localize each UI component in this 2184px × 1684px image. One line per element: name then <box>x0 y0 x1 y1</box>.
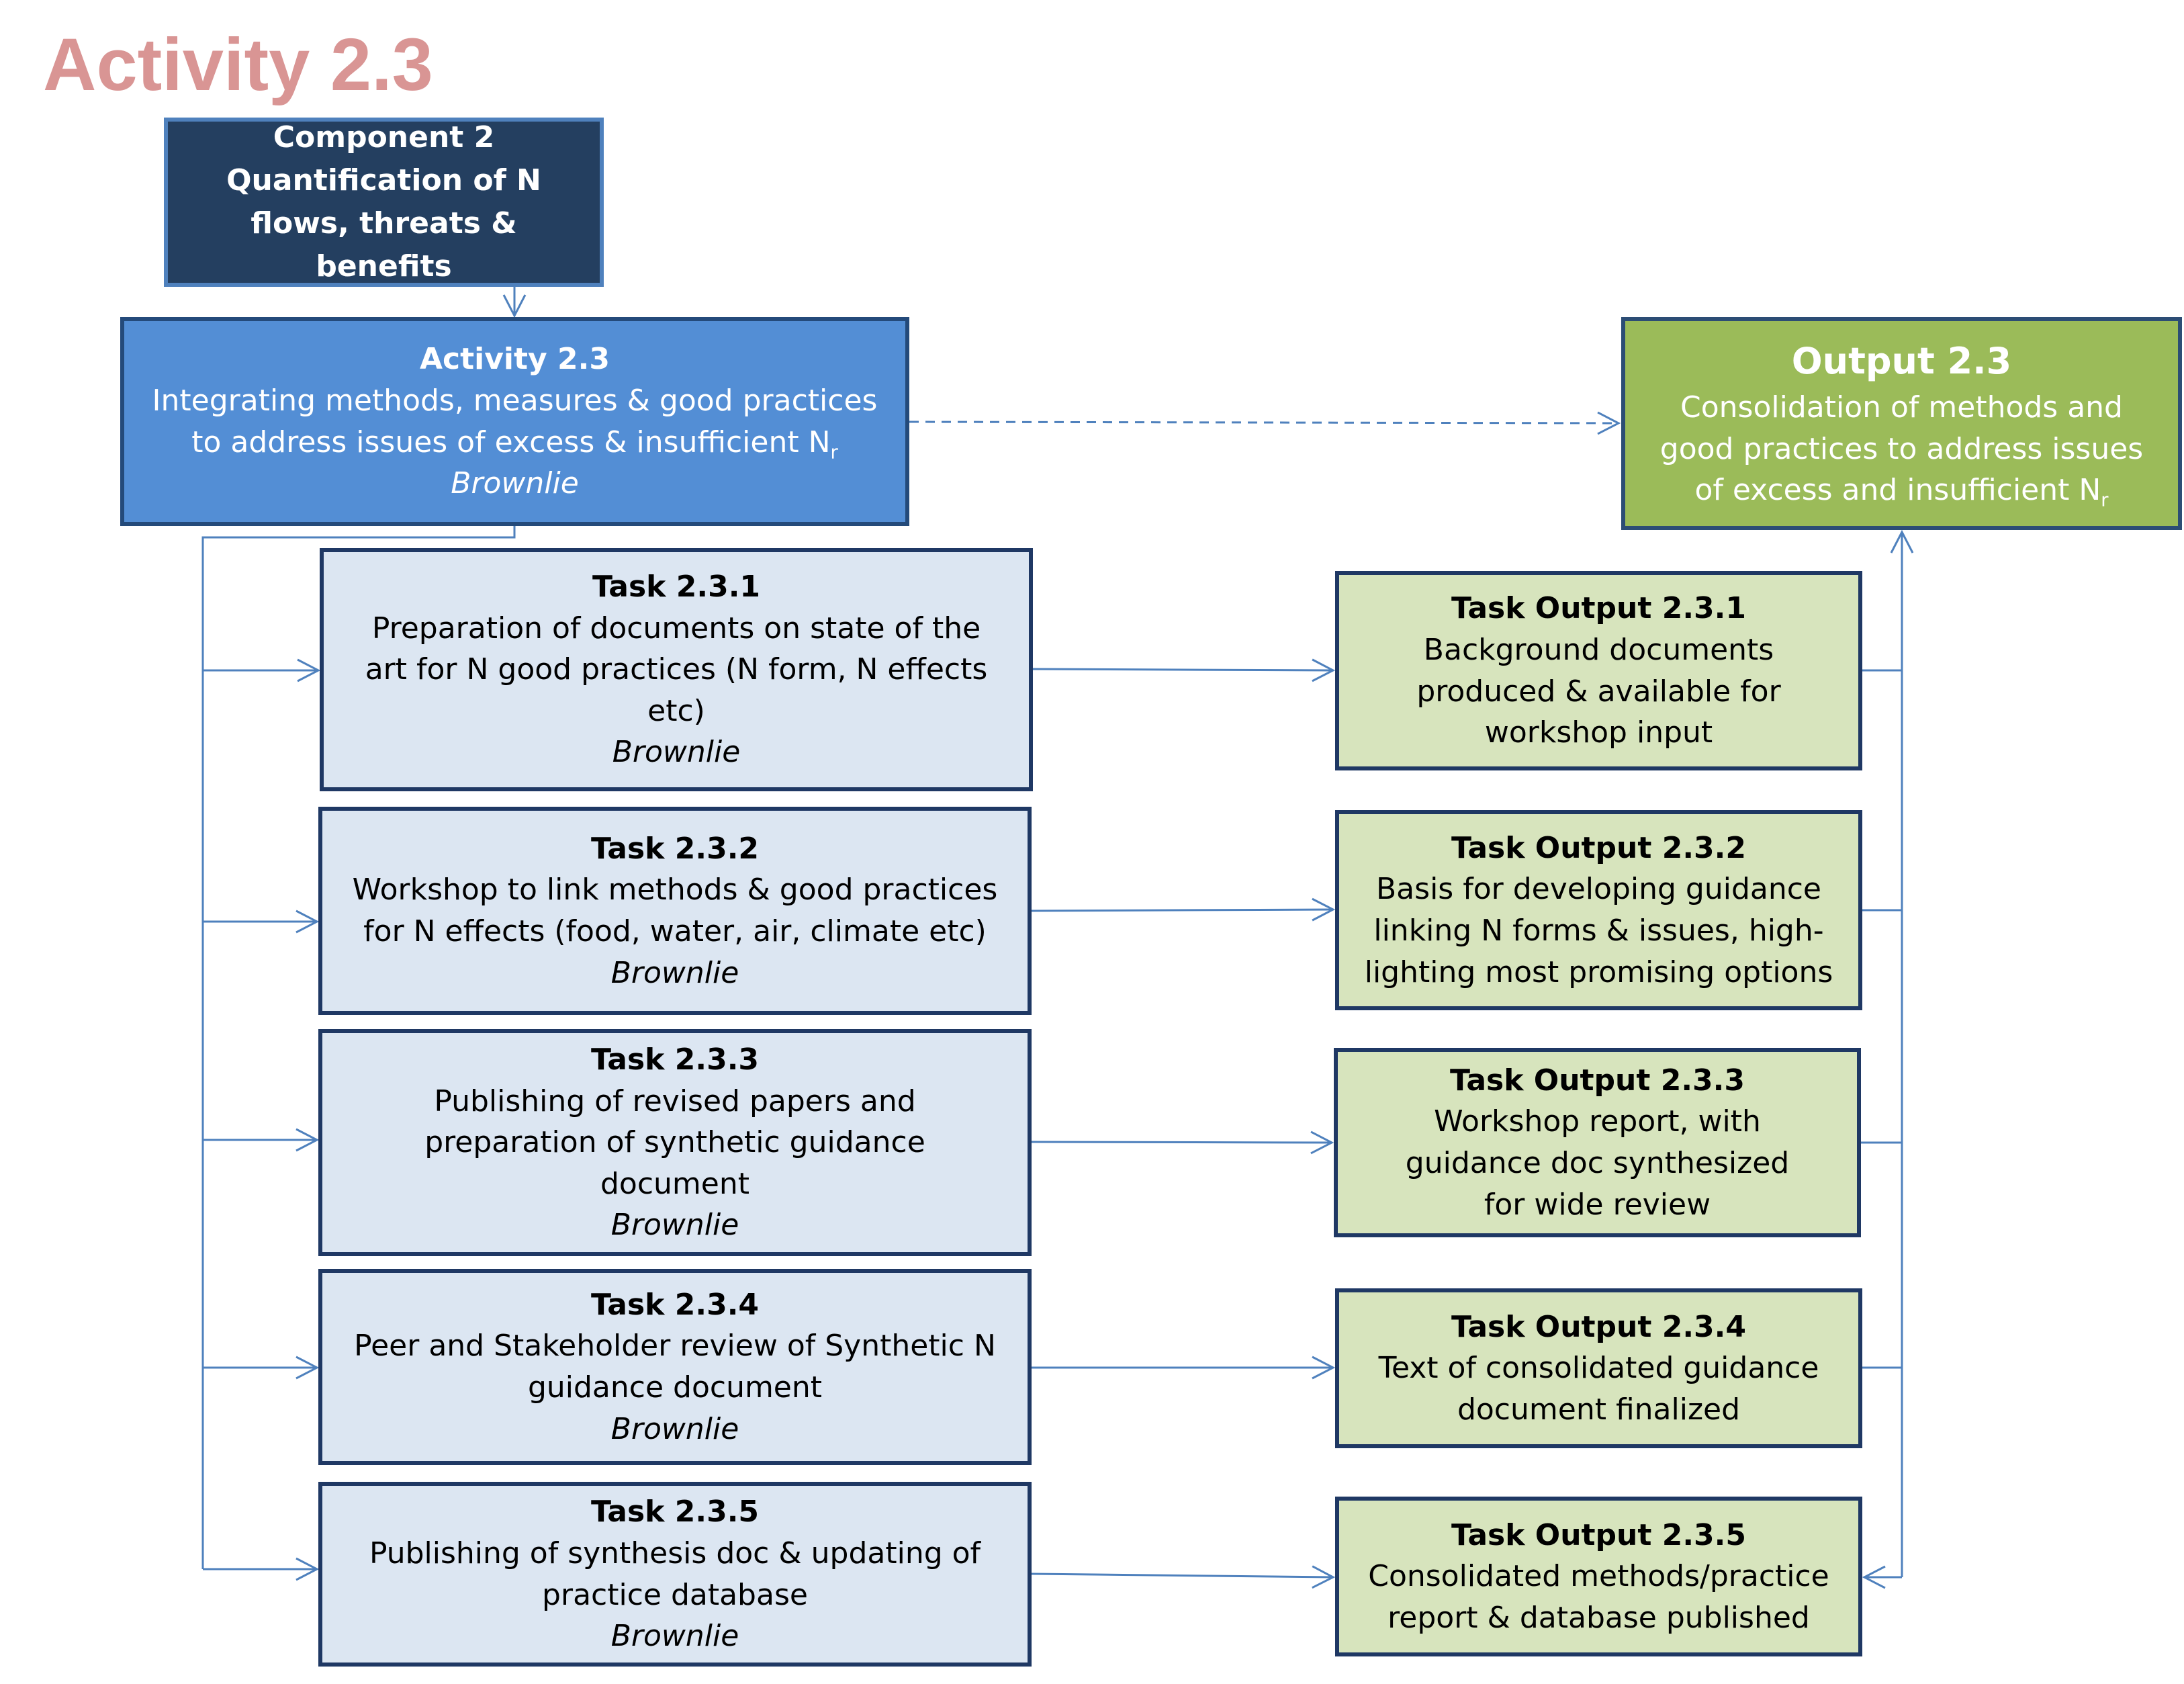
task-output-box-2-3-1: Task Output 2.3.1 Background documents p… <box>1335 571 1862 770</box>
task-heading: Task 2.3.3 <box>590 1043 760 1077</box>
task-output-text-line: document finalized <box>1457 1392 1741 1427</box>
task-box-2-3-4: Task 2.3.4 Peer and Stakeholder review o… <box>318 1269 1032 1465</box>
component-box: Component 2 Quantification of N flows, t… <box>164 118 604 287</box>
connector-left-bus <box>201 526 516 1569</box>
activity-line-1: Integrating methods, measures & good pra… <box>152 383 878 418</box>
task-owner: Brownlie <box>610 1208 739 1243</box>
connector-task-to-output-5 <box>1031 1574 1333 1577</box>
task-text-line: Publishing of synthesis doc & updating o… <box>369 1536 981 1570</box>
task-owner: Brownlie <box>610 1411 739 1446</box>
connector-task-to-output-2 <box>1031 910 1333 911</box>
activity-heading: Activity 2.3 <box>420 342 610 377</box>
activity-subscript: r <box>830 442 838 463</box>
task-text-line: guidance document <box>527 1370 823 1405</box>
component-heading: Component 2 <box>273 120 495 155</box>
task-output-text-line: report & database published <box>1387 1600 1810 1635</box>
task-text-line: Preparation of documents on state of the <box>371 611 981 646</box>
task-box-2-3-1: Task 2.3.1 Preparation of documents on s… <box>320 548 1033 791</box>
task-heading: Task 2.3.2 <box>590 831 760 866</box>
activity-owner: Brownlie <box>451 466 579 501</box>
task-output-text-line: linking N forms & issues, high- <box>1373 914 1824 948</box>
task-output-text-line: Text of consolidated guidance <box>1378 1351 1819 1386</box>
output-line-1: Consolidation of methods and <box>1680 390 2123 425</box>
activity-line-2: to address issues of excess & insufficie… <box>191 425 838 463</box>
task-output-heading: Task Output 2.3.5 <box>1451 1517 1746 1552</box>
task-output-box-2-3-2: Task Output 2.3.2 Basis for developing g… <box>1335 810 1862 1010</box>
task-output-text-line: workshop input <box>1484 715 1713 750</box>
task-text-line: art for N good practices (N form, N effe… <box>365 652 988 687</box>
output-line-2: good practices to address issues <box>1659 431 2144 466</box>
output-subscript: r <box>2101 490 2109 511</box>
task-output-box-2-3-3: Task Output 2.3.3 Workshop report, with … <box>1334 1048 1861 1237</box>
task-output-text-line: lighting most promising options <box>1364 955 1833 989</box>
output-line-3: of excess and insufficient Nr <box>1694 473 2109 511</box>
task-heading: Task 2.3.1 <box>592 570 761 605</box>
task-text-line: for N effects (food, water, air, climate… <box>363 914 987 948</box>
task-box-2-3-3: Task 2.3.3 Publishing of revised papers … <box>318 1029 1032 1256</box>
task-text-line: Publishing of revised papers and <box>434 1083 916 1118</box>
task-owner: Brownlie <box>612 735 741 770</box>
task-text-line: Workshop to link methods & good practice… <box>352 873 998 907</box>
task-box-2-3-5: Task 2.3.5 Publishing of synthesis doc &… <box>318 1482 1032 1667</box>
task-output-box-2-3-5: Task Output 2.3.5 Consolidated methods/p… <box>1335 1497 1862 1656</box>
task-output-box-2-3-4: Task Output 2.3.4 Text of consolidated g… <box>1335 1288 1862 1448</box>
task-text-line: preparation of synthetic guidance <box>424 1125 925 1160</box>
task-output-heading: Task Output 2.3.2 <box>1451 830 1746 865</box>
task-box-2-3-2: Task 2.3.2 Workshop to link methods & go… <box>318 807 1032 1015</box>
connector-task-to-output-3 <box>1031 1142 1332 1143</box>
task-heading: Task 2.3.5 <box>590 1495 760 1530</box>
task-output-text-line: guidance doc synthesized <box>1405 1146 1790 1180</box>
output-heading: Output 2.3 <box>1791 340 2012 383</box>
task-owner: Brownlie <box>610 955 739 990</box>
task-output-text-line: Consolidated methods/practice <box>1368 1559 1829 1594</box>
component-line-2: Quantification of N <box>226 163 541 198</box>
task-output-heading: Task Output 2.3.3 <box>1449 1063 1745 1098</box>
task-output-text-line: for wide review <box>1484 1187 1711 1222</box>
task-text-line: document <box>600 1166 749 1201</box>
task-output-text-line: Workshop report, with <box>1434 1104 1761 1139</box>
task-text-line: practice database <box>542 1577 808 1612</box>
task-output-heading: Task Output 2.3.1 <box>1451 591 1746 626</box>
connector-task-to-output-1 <box>1032 669 1333 670</box>
task-output-heading: Task Output 2.3.4 <box>1451 1309 1746 1344</box>
component-line-3: flows, threats & benefits <box>251 206 517 283</box>
page-title: Activity 2.3 <box>43 24 433 106</box>
task-owner: Brownlie <box>610 1619 739 1654</box>
task-output-text-line: produced & available for <box>1416 674 1781 709</box>
task-text-line: Peer and Stakeholder review of Synthetic… <box>354 1329 996 1364</box>
activity-box: Activity 2.3 Integrating methods, measur… <box>120 317 909 526</box>
output-box: Output 2.3 Consolidation of methods and … <box>1621 317 2182 530</box>
task-text-line: etc) <box>647 693 705 728</box>
task-output-text-line: Basis for developing guidance <box>1376 872 1821 907</box>
connector-activity-to-output <box>909 422 1619 423</box>
task-heading: Task 2.3.4 <box>590 1287 760 1322</box>
task-output-text-line: Background documents <box>1423 632 1774 667</box>
